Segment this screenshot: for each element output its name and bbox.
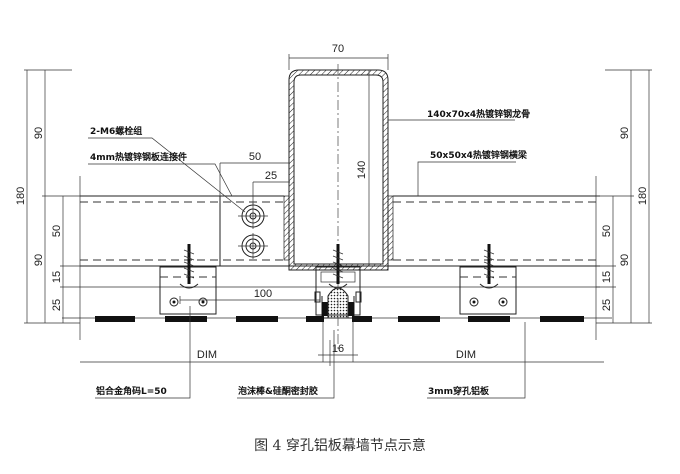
dim-joint-width: 16 (332, 343, 344, 355)
connector-plate (219, 196, 268, 266)
dim-left-upper: 90 (33, 127, 45, 139)
dim-clip-spacing: 100 (254, 288, 272, 300)
dim-left-gap: 15 (51, 271, 63, 283)
dim-right-total: 180 (637, 187, 649, 205)
dim-tube-height: 140 (356, 161, 368, 179)
dim-tube-width: 70 (332, 43, 344, 55)
dim-right-panel: DIM (456, 349, 476, 361)
screw-icon (179, 244, 199, 289)
dim-right-clip: 25 (601, 299, 613, 311)
bolt-icon (238, 203, 268, 229)
dim-plate-50: 50 (249, 151, 261, 163)
label-panel: 3mm穿孔铝板 (428, 385, 490, 397)
perforated-aluminum-panel (95, 316, 584, 322)
dim-left-beam: 50 (51, 225, 63, 237)
dim-left-panel: DIM (197, 349, 217, 361)
dim-left-total: 180 (15, 187, 27, 205)
figure-caption: 图 4 穿孔铝板幕墙节点示意 (254, 437, 426, 454)
label-sealant: 泡沫棒&硅酮密封胶 (238, 385, 318, 397)
dimension-lines (24, 54, 652, 366)
dim-right-gap: 15 (601, 271, 613, 283)
label-transom: 50x50x4热镀锌钢横梁 (430, 149, 528, 161)
dim-left-lower: 90 (33, 254, 45, 266)
dim-right-upper: 90 (619, 127, 631, 139)
label-connector-plate: 4mm热镀锌钢板连接件 (90, 151, 187, 163)
steel-mullion (283, 64, 394, 271)
dim-right-lower: 90 (619, 254, 631, 266)
bolt-icon (238, 233, 268, 259)
label-corner-clip: 铝合金角码L=50 (96, 385, 167, 397)
label-mullion: 140x70x4热镀锌钢龙骨 (427, 108, 530, 120)
dim-right-beam: 50 (601, 225, 613, 237)
dim-left-clip: 25 (51, 299, 63, 311)
steel-transom (62, 176, 612, 340)
screw-icon (479, 244, 499, 289)
label-bolt-group: 2-M6螺栓组 (90, 125, 142, 137)
screw-icon (328, 244, 348, 289)
center-clip-and-sealant (314, 262, 362, 350)
dim-plate-25: 25 (265, 170, 277, 182)
leader-lines (88, 119, 526, 399)
